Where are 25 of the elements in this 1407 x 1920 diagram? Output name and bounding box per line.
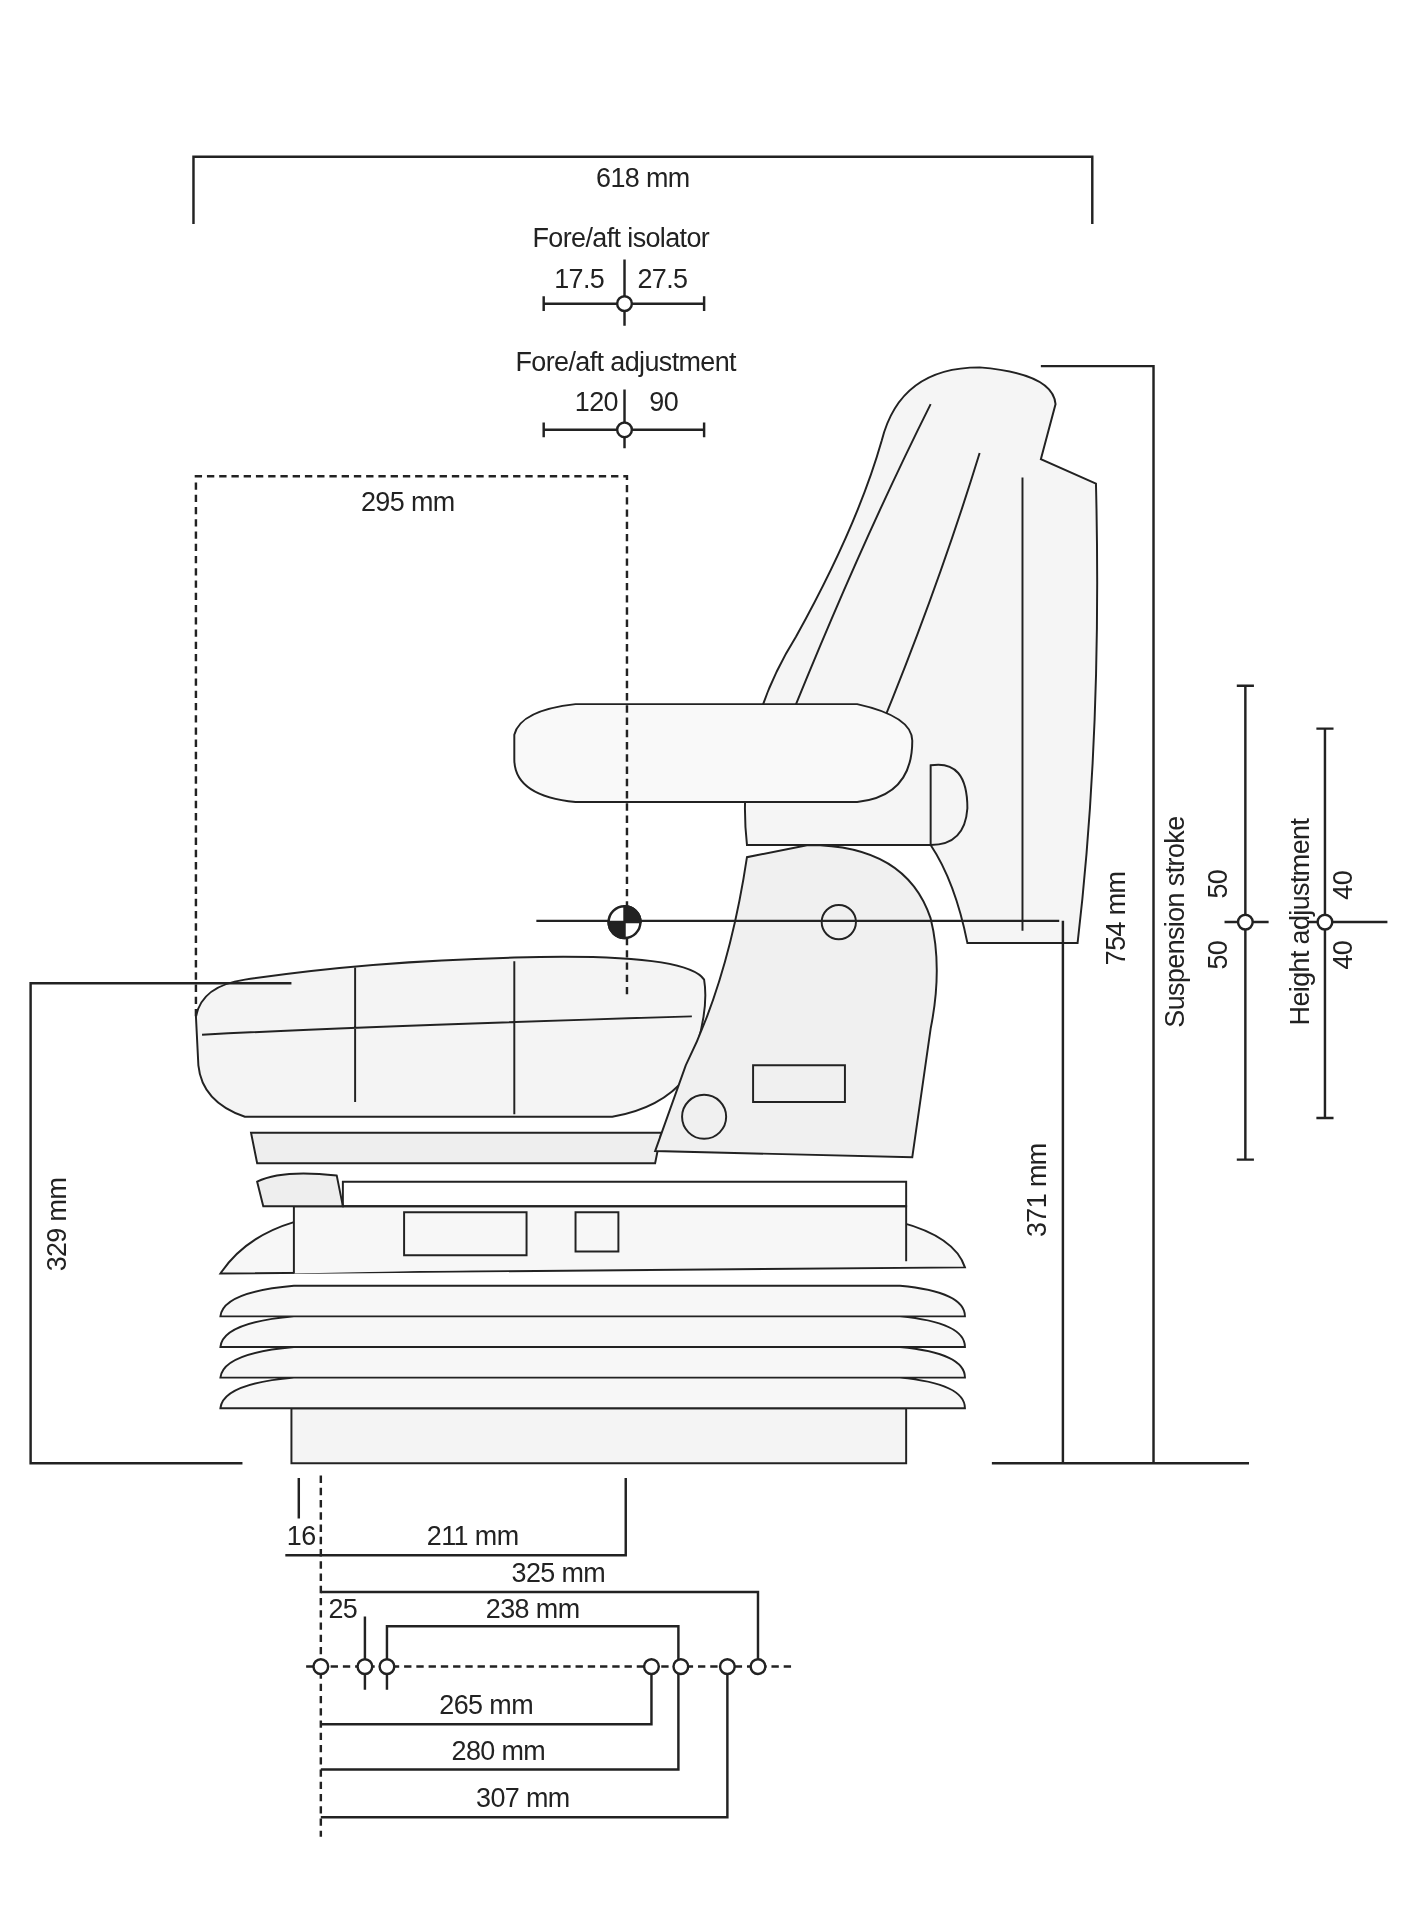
dimension-label: 120: [574, 386, 618, 419]
dimension-label: 40: [1327, 940, 1359, 970]
dimension-label: 17.5: [554, 263, 605, 296]
dimension-label: 238 mm: [485, 1593, 580, 1625]
dimension-label: Fore/aft isolator: [532, 222, 710, 255]
dimension-label: 27.5: [637, 263, 688, 296]
dimension-label: Height adjustment: [1284, 818, 1317, 1026]
dimension-label: Fore/aft adjustment: [515, 346, 736, 379]
dimension-label: Suspension stroke: [1159, 816, 1192, 1028]
dimension-label: 25: [328, 1593, 358, 1625]
dimension-label: 280 mm: [451, 1735, 546, 1767]
dimension-label: 371 mm: [1021, 1143, 1053, 1238]
dimension-label: 618 mm: [596, 162, 690, 195]
dimension-label: 16: [286, 1520, 316, 1553]
dimension-label: 307 mm: [476, 1782, 570, 1815]
dimension-label: 754 mm: [1100, 871, 1133, 966]
dimension-label: 211 mm: [426, 1520, 519, 1553]
dimension-label: 329 mm: [41, 1177, 74, 1272]
dimension-label: 265 mm: [439, 1689, 533, 1722]
dimension-label: 325 mm: [511, 1557, 606, 1590]
dimension-label: 90: [649, 386, 679, 419]
dimension-label: 50: [1202, 940, 1235, 970]
dimension-label: 295 mm: [360, 486, 455, 518]
dimension-label: 50: [1202, 869, 1235, 899]
dimension-label: 40: [1327, 870, 1359, 900]
